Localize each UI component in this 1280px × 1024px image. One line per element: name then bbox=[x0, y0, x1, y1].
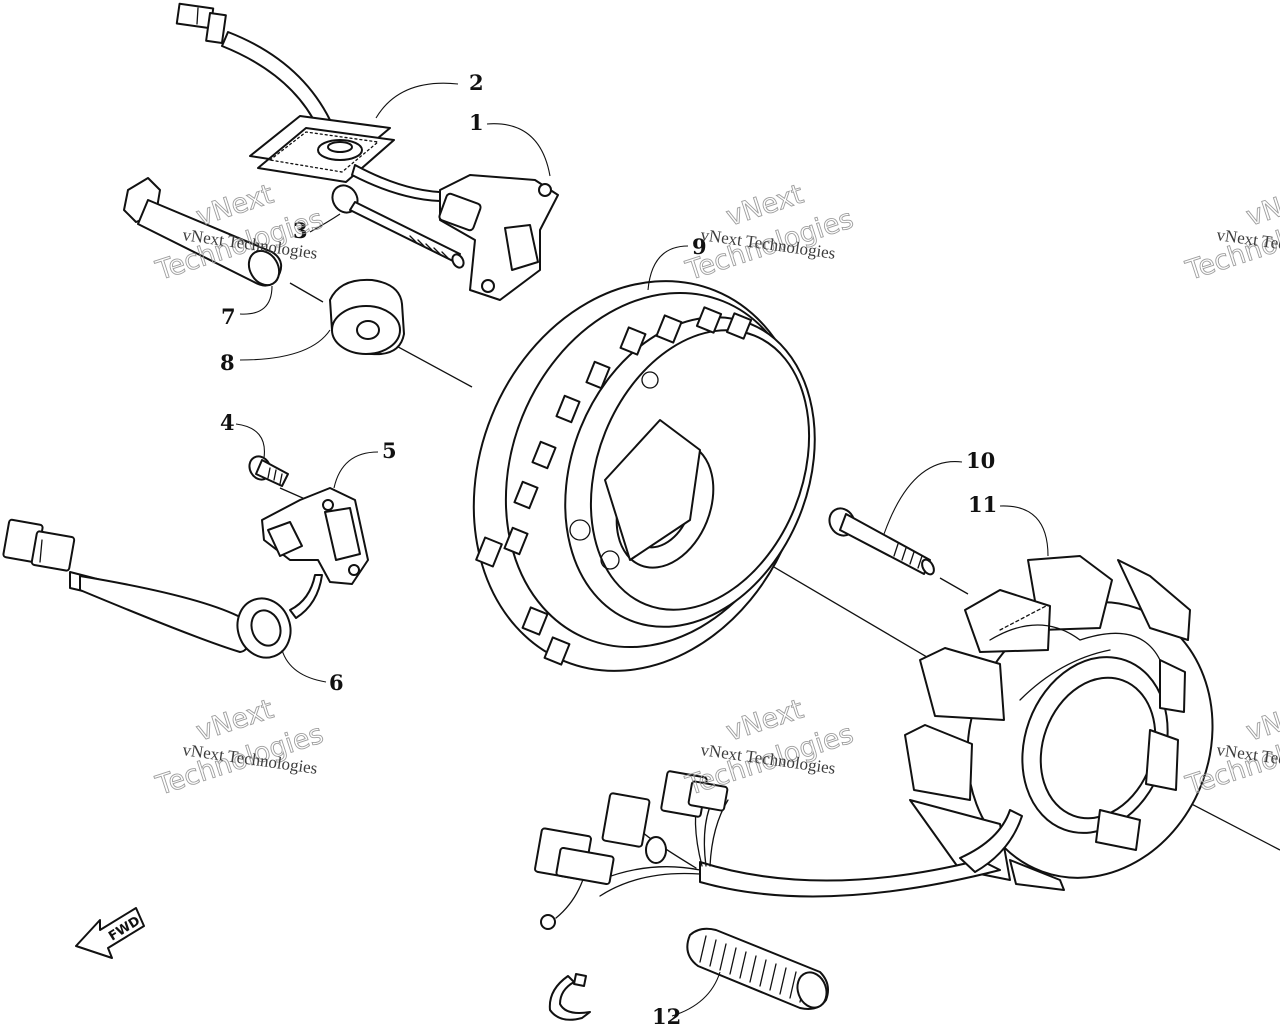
callout-7: 7 bbox=[221, 304, 236, 329]
part-10-stator-bolt bbox=[828, 507, 935, 576]
callout-9: 9 bbox=[692, 234, 707, 259]
callout-2: 2 bbox=[469, 70, 484, 95]
watermark-top-center: vNext Technologies vNext Technologies bbox=[681, 178, 857, 287]
part-6-sensor-cable bbox=[2, 518, 323, 659]
watermark-bottom-center: vNext Technologies vNext Technologies bbox=[681, 693, 857, 802]
callout-6: 6 bbox=[329, 670, 344, 695]
svg-text:vNext: vNext bbox=[1243, 179, 1280, 233]
part-11-stator bbox=[904, 555, 1214, 891]
callout-11: 11 bbox=[968, 492, 997, 517]
callout-10: 10 bbox=[966, 448, 995, 473]
leader-lines bbox=[235, 82, 1049, 1017]
callout-1: 1 bbox=[469, 110, 484, 135]
stator-wire-harness bbox=[534, 770, 1023, 930]
callout-8: 8 bbox=[220, 350, 235, 375]
stator-poles bbox=[904, 555, 1191, 891]
part-1-pickup-sensor bbox=[351, 164, 559, 301]
watermark-bottom-left: vNext Technologies vNext Technologies bbox=[151, 693, 327, 802]
callout-labels: 2 1 3 7 8 4 5 6 9 10 11 12 bbox=[220, 70, 997, 1024]
part-7-shoulder-bolt bbox=[123, 177, 283, 287]
part-8-spacer-washer bbox=[329, 278, 405, 356]
part-4-small-bolt bbox=[248, 455, 289, 487]
fwd-direction-arrow: FWD bbox=[75, 907, 145, 959]
part-5-trigger-sensor bbox=[261, 487, 369, 585]
callout-3: 3 bbox=[293, 218, 308, 243]
flywheel-magnets bbox=[475, 306, 753, 666]
part-12-boot-and-clamp bbox=[548, 927, 829, 1021]
callout-12: 12 bbox=[652, 1004, 681, 1024]
callout-5: 5 bbox=[382, 438, 397, 463]
part-3-long-bolt bbox=[331, 184, 465, 269]
svg-text:vNext: vNext bbox=[1243, 694, 1280, 748]
part-9-flywheel bbox=[472, 280, 816, 672]
watermark-top-right: vNext Technologies vNext Technologies bbox=[1181, 178, 1280, 287]
callout-4: 4 bbox=[220, 410, 235, 435]
part-2-grommet-and-cable bbox=[175, 2, 395, 183]
